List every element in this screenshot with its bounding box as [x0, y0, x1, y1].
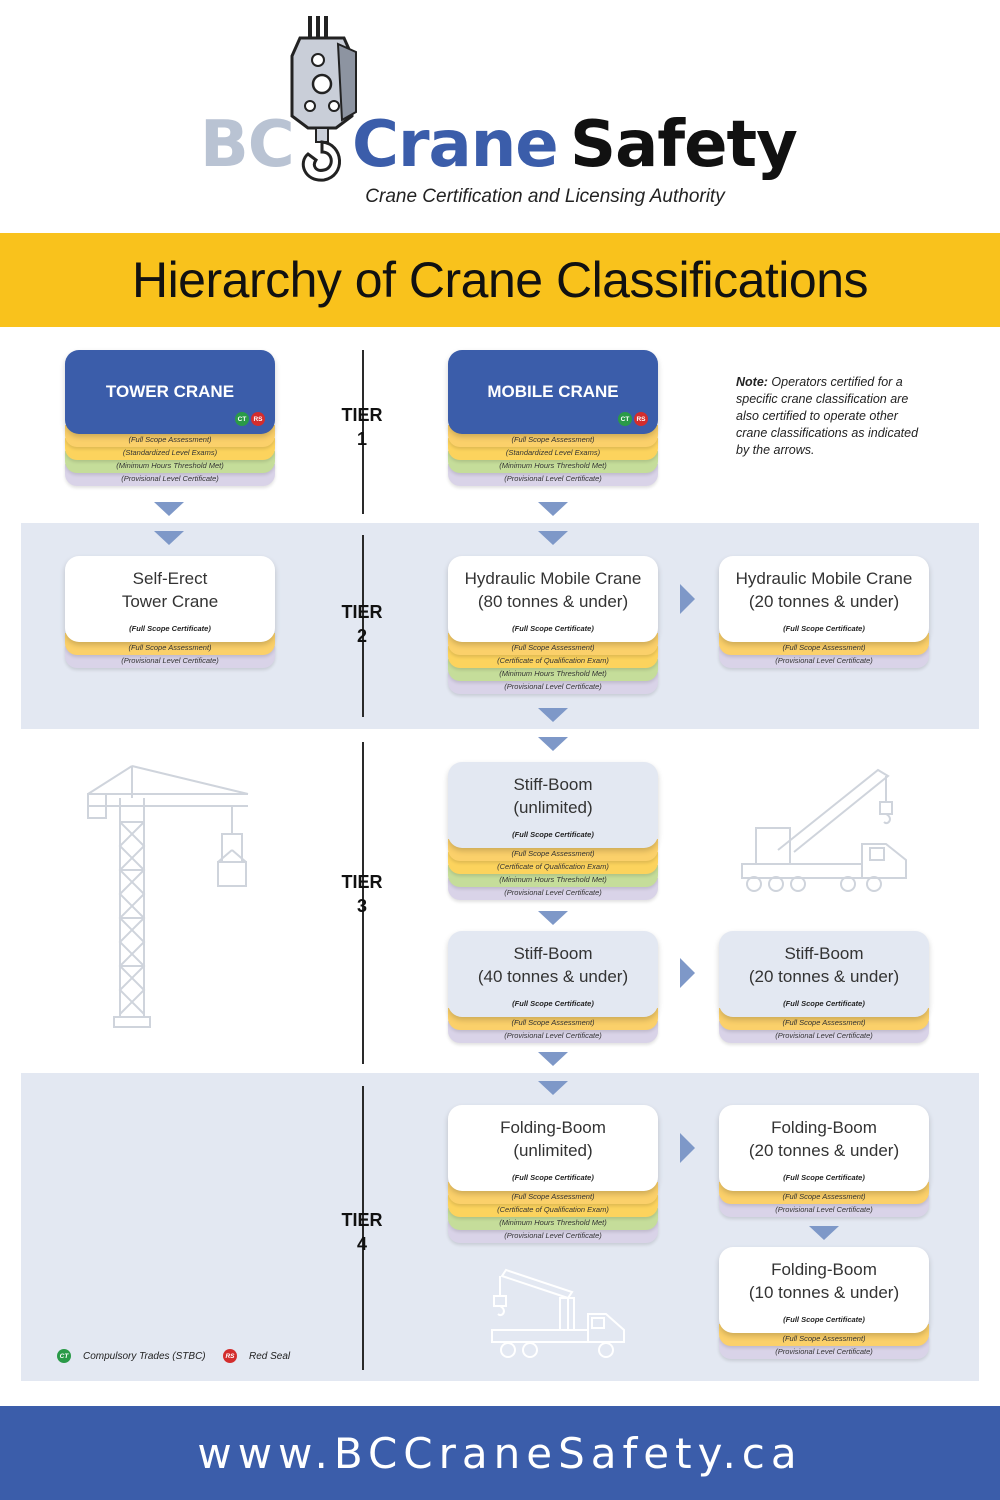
card-folding-boom-unlimited: Folding-Boom (unlimited) (Full Scope Cer…	[448, 1105, 658, 1243]
arrow-down-icon	[538, 502, 568, 516]
ct-badge-icon: CT	[57, 1349, 71, 1363]
tier-divider	[362, 350, 364, 514]
mobile-crane-illustration	[741, 768, 907, 892]
arrow-down-icon	[154, 531, 184, 545]
tier-divider	[362, 742, 364, 1064]
arrow-down-icon	[538, 737, 568, 751]
card-stiff-boom-40: Stiff-Boom (40 tonnes & under) (Full Sco…	[448, 931, 658, 1043]
footer: www.BCCraneSafety.ca	[0, 1406, 1000, 1500]
card-title: Hydraulic Mobile Crane (20 tonnes & unde…	[719, 556, 929, 642]
arrow-down-icon	[538, 1052, 568, 1066]
arrow-down-icon	[154, 502, 184, 516]
arrow-down-icon	[538, 911, 568, 925]
tier-divider	[362, 535, 364, 717]
logo-crane-text: Crane	[352, 108, 559, 182]
card-stiff-boom-unlimited: Stiff-Boom (unlimited) (Full Scope Certi…	[448, 762, 658, 900]
legend-ct: CT Compulsory Trades (STBC)	[57, 1349, 206, 1363]
arrow-down-icon	[538, 708, 568, 722]
card-title: Folding-Boom (unlimited) (Full Scope Cer…	[448, 1105, 658, 1191]
rs-badge-icon: RS	[634, 412, 648, 426]
logo-bc-text: BC	[200, 108, 295, 182]
card-title: Self-Erect Tower Crane (Full Scope Certi…	[65, 556, 275, 642]
tier-divider	[362, 1086, 364, 1370]
card-title: Hydraulic Mobile Crane (80 tonnes & unde…	[448, 556, 658, 642]
rs-badge-icon: RS	[223, 1349, 237, 1363]
logo-safety-text: Safety	[570, 108, 798, 182]
note-text: Note: Operators certified for a specific…	[736, 375, 919, 457]
card-folding-boom-10: Folding-Boom (10 tonnes & under) (Full S…	[719, 1247, 929, 1359]
arrow-right-icon	[680, 1133, 695, 1163]
card-folding-boom-20: Folding-Boom (20 tonnes & under) (Full S…	[719, 1105, 929, 1217]
folding-boom-truck-illustration	[491, 1268, 625, 1358]
footer-url[interactable]: www.BCCraneSafety.ca	[197, 1428, 803, 1478]
card-title: Stiff-Boom (40 tonnes & under) (Full Sco…	[448, 931, 658, 1017]
crane-hook-icon	[290, 16, 357, 182]
arrow-right-icon	[680, 584, 695, 614]
legend-label: Compulsory Trades (STBC)	[83, 1350, 206, 1362]
arrow-down-icon	[538, 531, 568, 545]
card-hydraulic-20: Hydraulic Mobile Crane (20 tonnes & unde…	[719, 556, 929, 668]
ct-badge-icon: CT	[235, 412, 249, 426]
logo: BC Crane Safety Crane Certification and …	[0, 0, 1000, 232]
tower-crane-illustration	[87, 765, 249, 1028]
rs-badge-icon: RS	[251, 412, 265, 426]
arrow-down-icon	[809, 1226, 839, 1240]
card-stiff-boom-20: Stiff-Boom (20 tonnes & under) (Full Sco…	[719, 931, 929, 1043]
card-hydraulic-80: Hydraulic Mobile Crane (80 tonnes & unde…	[448, 556, 658, 694]
card-self-erect-tower-crane: Self-Erect Tower Crane (Full Scope Certi…	[65, 556, 275, 668]
arrow-down-icon	[538, 1081, 568, 1095]
card-title: Stiff-Boom (20 tonnes & under) (Full Sco…	[719, 931, 929, 1017]
page-title: Hierarchy of Crane Classifications	[131, 252, 869, 308]
legend-rs: RS Red Seal	[223, 1349, 290, 1363]
arrow-right-icon	[680, 958, 695, 988]
legend-label: Red Seal	[249, 1350, 291, 1362]
card-title: Stiff-Boom (unlimited) (Full Scope Certi…	[448, 762, 658, 848]
card-title: Folding-Boom (20 tonnes & under) (Full S…	[719, 1105, 929, 1191]
title-band: Hierarchy of Crane Classifications	[0, 233, 1000, 327]
logo-tagline: Crane Certification and Licensing Author…	[365, 186, 725, 207]
ct-badge-icon: CT	[618, 412, 632, 426]
card-title: Folding-Boom (10 tonnes & under) (Full S…	[719, 1247, 929, 1333]
